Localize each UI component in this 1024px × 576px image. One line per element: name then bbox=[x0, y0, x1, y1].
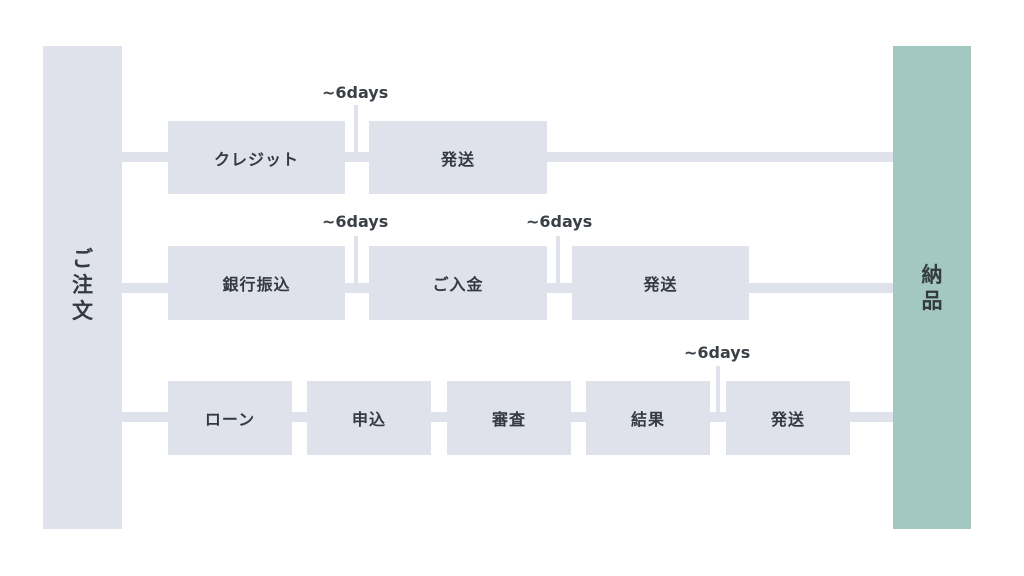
order-bar bbox=[43, 46, 122, 529]
row-2-step-shipping: 発送 bbox=[572, 246, 749, 320]
order-label-char-2: 注 bbox=[72, 273, 93, 297]
row-3-step-result: 結果 bbox=[586, 381, 710, 455]
row-3-line-gap-3 bbox=[571, 412, 586, 422]
row-1-wait-label: ~6days bbox=[322, 83, 389, 102]
order-label: ご 注 文 bbox=[43, 246, 122, 324]
row-3-step-shipping: 発送 bbox=[726, 381, 850, 455]
row-1-line-gap bbox=[345, 152, 369, 162]
order-label-char-1: ご bbox=[72, 247, 93, 271]
row-1-step-shipping: 発送 bbox=[369, 121, 547, 194]
row-3-step-loan: ローン bbox=[168, 381, 292, 455]
order-label-char-3: 文 bbox=[72, 299, 93, 323]
row-3-wait-label: ~6days bbox=[684, 343, 751, 362]
row-3-line-start bbox=[122, 412, 168, 422]
row-2-wait-marker-2 bbox=[556, 236, 560, 286]
delivery-label-char-2: 品 bbox=[921, 289, 943, 313]
row-1-step-credit: クレジット bbox=[168, 121, 345, 194]
row-1-line-end bbox=[547, 152, 893, 162]
row-1-wait-marker bbox=[354, 105, 358, 155]
row-2-line-end bbox=[749, 283, 893, 293]
delivery-bar bbox=[893, 46, 971, 529]
row-1-line-start bbox=[122, 152, 168, 162]
row-2-step-payment: ご入金 bbox=[369, 246, 547, 320]
row-2-step-bank-transfer: 銀行振込 bbox=[168, 246, 345, 320]
row-3-step-review: 審査 bbox=[447, 381, 571, 455]
row-3-line-gap-2 bbox=[431, 412, 447, 422]
row-2-line-start bbox=[122, 283, 168, 293]
row-3-line-end bbox=[850, 412, 893, 422]
row-2-line-gap-1 bbox=[345, 283, 369, 293]
row-3-wait-marker bbox=[716, 366, 720, 415]
row-2-wait-label-2: ~6days bbox=[526, 212, 593, 231]
row-2-wait-label-1: ~6days bbox=[322, 212, 389, 231]
row-2-line-gap-2 bbox=[547, 283, 572, 293]
row-3-step-application: 申込 bbox=[307, 381, 431, 455]
delivery-label: 納 品 bbox=[893, 262, 971, 314]
row-2-wait-marker-1 bbox=[354, 236, 358, 286]
delivery-label-char-1: 納 bbox=[921, 263, 943, 287]
row-3-line-gap-4 bbox=[710, 412, 726, 422]
row-3-line-gap-1 bbox=[292, 412, 307, 422]
